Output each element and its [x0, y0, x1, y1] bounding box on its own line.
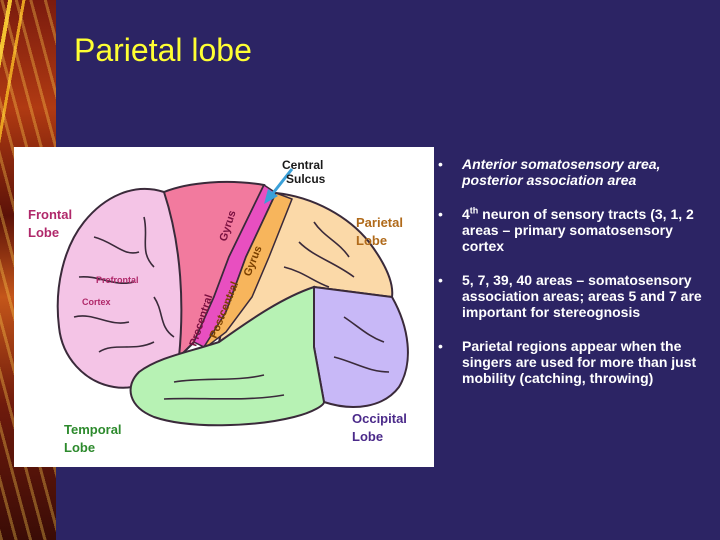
- bullet-text: Anterior somatosensory area, posterior a…: [462, 156, 661, 188]
- bullet-text-superscript: th: [469, 205, 479, 216]
- temporal-lobe-label-line2: Lobe: [64, 440, 95, 455]
- bullet-text: 5, 7, 39, 40 areas – somatosensory assoc…: [462, 272, 702, 320]
- frontal-lobe-label-line2: Lobe: [28, 225, 59, 240]
- slide-title: Parietal lobe: [74, 32, 252, 68]
- occipital-lobe-label-line1: Occipital: [352, 411, 407, 426]
- parietal-lobe-label-line2: Lobe: [356, 233, 387, 248]
- bullet-text: Parietal regions appear when the singers…: [462, 338, 697, 386]
- bullet-text-number: 4: [462, 206, 470, 222]
- bullet-glyph: •: [438, 272, 443, 288]
- bullet-glyph: •: [438, 206, 443, 222]
- sulci-lines: [73, 216, 390, 400]
- bullet-text-rest: neuron of sensory tracts (3, 1, 2 areas …: [462, 206, 694, 254]
- occipital-lobe-region: [313, 285, 409, 408]
- central-sulcus-arrow: [264, 168, 294, 204]
- occipital-lobe-label-line2: Lobe: [352, 429, 383, 444]
- bullet-text: 4th neuron of sensory tracts (3, 1, 2 ar…: [462, 206, 694, 254]
- postcentral-gyrus-region: [202, 192, 293, 349]
- parietal-lobe-label-line1: Parietal: [356, 215, 403, 230]
- bullet-item: • 4th neuron of sensory tracts (3, 1, 2 …: [436, 206, 706, 254]
- temporal-lobe-region: [129, 285, 326, 427]
- prefrontal-label: Prefrontal: [96, 275, 139, 285]
- bullet-item: • 5, 7, 39, 40 areas – somatosensory ass…: [436, 272, 706, 320]
- bullet-item: • Parietal regions appear when the singe…: [436, 338, 706, 386]
- bullet-glyph: •: [438, 338, 443, 354]
- bullet-glyph: •: [438, 156, 443, 172]
- brain-svg: Central Sulcus Frontal Lobe Parietal Lob…: [28, 158, 409, 455]
- brain-diagram: Central Sulcus Frontal Lobe Parietal Lob…: [14, 147, 434, 467]
- bullet-list: • Anterior somatosensory area, posterior…: [436, 156, 706, 404]
- frontal-lobe-label-line1: Frontal: [28, 207, 72, 222]
- cortex-label: Cortex: [82, 297, 111, 307]
- bullet-item: • Anterior somatosensory area, posterior…: [436, 156, 706, 188]
- temporal-lobe-label-line1: Temporal: [64, 422, 122, 437]
- central-sulcus-label-line2: Sulcus: [286, 172, 326, 186]
- central-sulcus-label-line1: Central: [282, 158, 323, 172]
